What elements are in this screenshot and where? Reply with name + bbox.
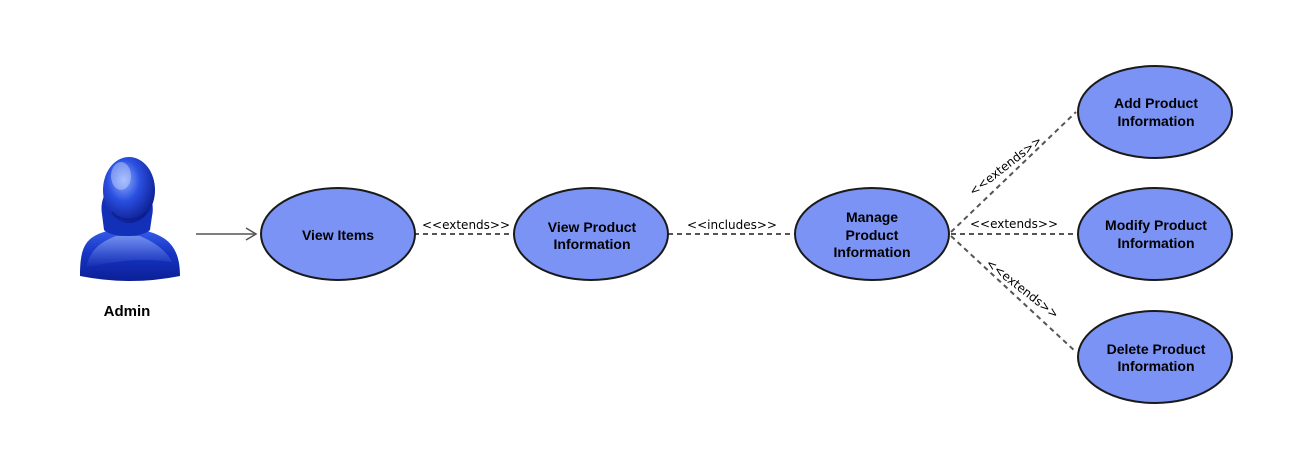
person-icon bbox=[80, 157, 180, 281]
use-case-delete-product-information[interactable]: Delete Product Information bbox=[1077, 310, 1233, 404]
use-case-modify-product-information[interactable]: Modify Product Information bbox=[1077, 187, 1233, 281]
admin-actor: Admin bbox=[80, 157, 180, 320]
use-case-label: View Product bbox=[548, 219, 637, 235]
extends-relation-modify: <<extends>> bbox=[951, 217, 1078, 235]
use-case-add-product-information[interactable]: Add Product Information bbox=[1077, 65, 1233, 159]
use-case-label: View Items bbox=[302, 227, 374, 243]
actor-label: Admin bbox=[104, 303, 151, 320]
use-case-view-items[interactable]: View Items bbox=[260, 187, 416, 281]
relation-label: <<extends>> bbox=[422, 218, 510, 232]
use-case-view-product-information[interactable]: View Product Information bbox=[513, 187, 669, 281]
includes-relation-manage: <<includes>> bbox=[668, 218, 796, 235]
relation-label: <<extends>> bbox=[970, 217, 1058, 231]
extends-relation-view-items: <<extends>> bbox=[414, 218, 514, 235]
extends-relation-add: <<extends>> bbox=[950, 111, 1077, 233]
relation-label: <<includes>> bbox=[687, 218, 777, 232]
use-case-label: Information bbox=[1118, 113, 1195, 129]
use-case-label: Product bbox=[846, 227, 899, 243]
use-case-label: Modify Product bbox=[1105, 217, 1207, 233]
use-case-label: Information bbox=[834, 244, 911, 260]
relation-label: <<extends>> bbox=[967, 133, 1045, 198]
relation-label: <<extends>> bbox=[983, 256, 1061, 321]
use-case-label: Add Product bbox=[1114, 95, 1198, 111]
use-case-manage-product-information[interactable]: Manage Product Information bbox=[794, 187, 950, 281]
association-arrow bbox=[196, 227, 258, 241]
use-case-label: Information bbox=[1118, 235, 1195, 251]
use-case-label: Information bbox=[1118, 358, 1195, 374]
extends-relation-delete: <<extends>> bbox=[950, 235, 1077, 353]
use-case-label: Delete Product bbox=[1107, 341, 1206, 357]
use-case-label: Manage bbox=[846, 209, 898, 225]
use-case-label: Information bbox=[554, 236, 631, 252]
